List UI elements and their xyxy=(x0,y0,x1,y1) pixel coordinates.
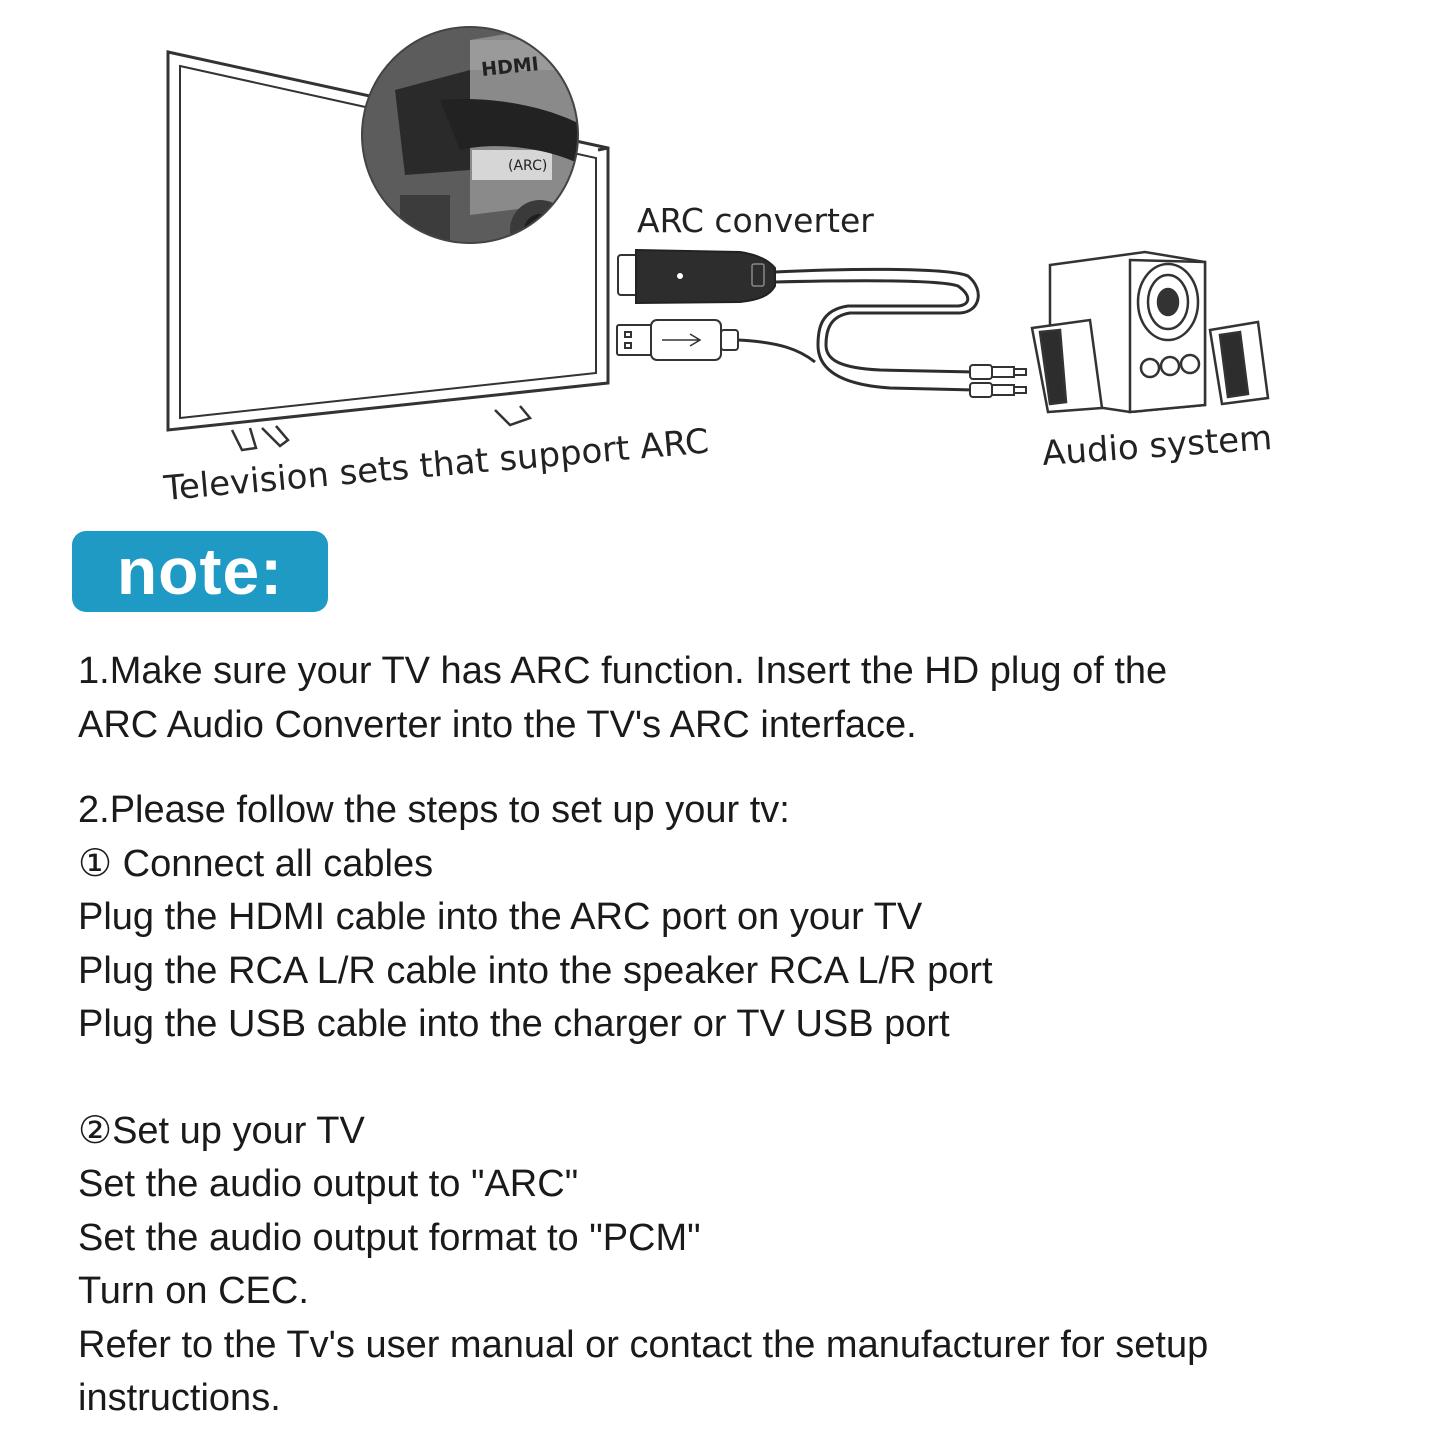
step2-title: 2.Please follow the steps to set up your… xyxy=(78,789,790,831)
arc-converter-illustration xyxy=(617,248,776,305)
spacer xyxy=(78,752,1378,784)
converter-label: ARC converter xyxy=(637,201,874,240)
rca-plugs-illustration xyxy=(969,364,1027,398)
cables xyxy=(737,267,980,392)
step1-line1: 1.Make sure your TV has ARC function. In… xyxy=(78,650,1168,692)
audio-system-illustration xyxy=(1030,250,1270,414)
usb-instruction: Plug the USB cable into the charger or T… xyxy=(78,1003,950,1045)
audio-output-instruction: Set the audio output to "ARC" xyxy=(78,1163,579,1205)
connection-diagram: HDMI (ARC) xyxy=(161,26,1274,509)
setup-tv-title: ②Set up your TV xyxy=(78,1109,365,1152)
spacer xyxy=(78,1052,1378,1105)
setup-instructions: 1.Make sure your TV has ARC function. In… xyxy=(78,645,1378,1426)
manual-instruction-cont: instructions. xyxy=(78,1377,281,1419)
cec-instruction: Turn on CEC. xyxy=(78,1270,309,1312)
usb-plug-illustration xyxy=(616,319,739,361)
arc-port-label: (ARC) xyxy=(508,158,547,174)
manual-instruction: Refer to the Tv's user manual or contact… xyxy=(78,1323,1209,1366)
step1-line2: ARC Audio Converter into the TV's ARC in… xyxy=(78,703,917,746)
connect-cables-title: ① Connect all cables xyxy=(78,842,434,885)
note-badge: note: xyxy=(72,531,328,612)
audio-label: Audio system xyxy=(1041,418,1274,474)
rca-instruction: Plug the RCA L/R cable into the speaker … xyxy=(78,949,993,992)
hdmi-instruction: Plug the HDMI cable into the ARC port on… xyxy=(78,896,923,938)
audio-format-instruction: Set the audio output format to "PCM" xyxy=(78,1216,701,1259)
